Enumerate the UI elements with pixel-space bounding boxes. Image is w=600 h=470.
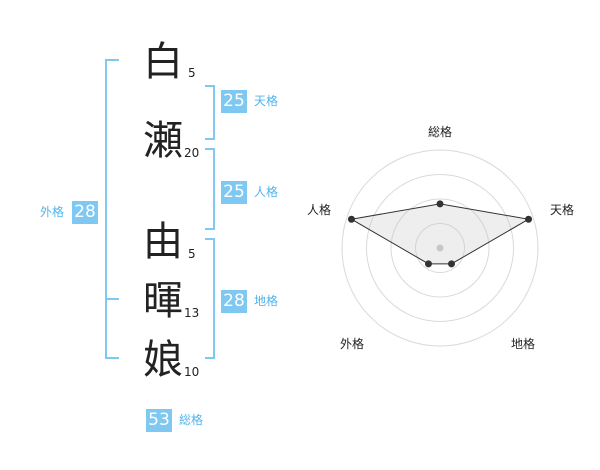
radar-axis-label-2: 地格 [511, 337, 536, 351]
stroke-count-4: 13 [184, 306, 200, 320]
chikaku-bracket [205, 238, 215, 359]
radar-ring [390, 198, 490, 298]
name-char-1: 白 [143, 39, 183, 85]
gaikaku-bracket [105, 59, 119, 359]
tenkaku-label: 天格 [254, 94, 279, 108]
name-char-4: 暉 [143, 278, 183, 324]
radar-point-3 [424, 260, 432, 268]
gaikaku-badge: 28 [72, 201, 98, 224]
stroke-count-3: 5 [188, 247, 196, 261]
radar-ring [415, 223, 465, 273]
radar-polygon [350, 203, 530, 265]
radar-center-dot [436, 244, 444, 252]
radar-point-0 [436, 200, 444, 208]
radar-axis-label-3: 外格 [340, 337, 365, 351]
stroke-count-1: 5 [188, 66, 196, 80]
soukaku-label: 総格 [179, 413, 204, 427]
radar-ring [366, 174, 514, 322]
radar-axis-label-4: 人格 [307, 203, 332, 217]
radar-point-1 [525, 215, 533, 223]
tenkaku-bracket [205, 85, 215, 140]
name-char-3: 由 [143, 219, 183, 265]
jinkaku-badge: 25 [221, 181, 247, 204]
jinkaku-label: 人格 [254, 185, 279, 199]
stroke-count-5: 10 [184, 365, 200, 379]
jinkaku-bracket [205, 148, 215, 230]
radar-point-4 [347, 215, 355, 223]
chikaku-label: 地格 [254, 294, 279, 308]
radar-ring [341, 149, 539, 347]
name-char-5: 娘 [143, 337, 183, 383]
radar-axis-label-1: 天格 [550, 203, 575, 217]
tenkaku-badge: 25 [221, 90, 247, 113]
chikaku-badge: 28 [221, 290, 247, 313]
soukaku-badge: 53 [146, 409, 172, 432]
name-char-2: 瀬 [143, 118, 183, 164]
stroke-count-2: 20 [184, 146, 200, 160]
radar-axis-label-0: 総格 [428, 125, 453, 139]
gaikaku-label: 外格 [40, 205, 65, 219]
radar-point-2 [448, 260, 456, 268]
